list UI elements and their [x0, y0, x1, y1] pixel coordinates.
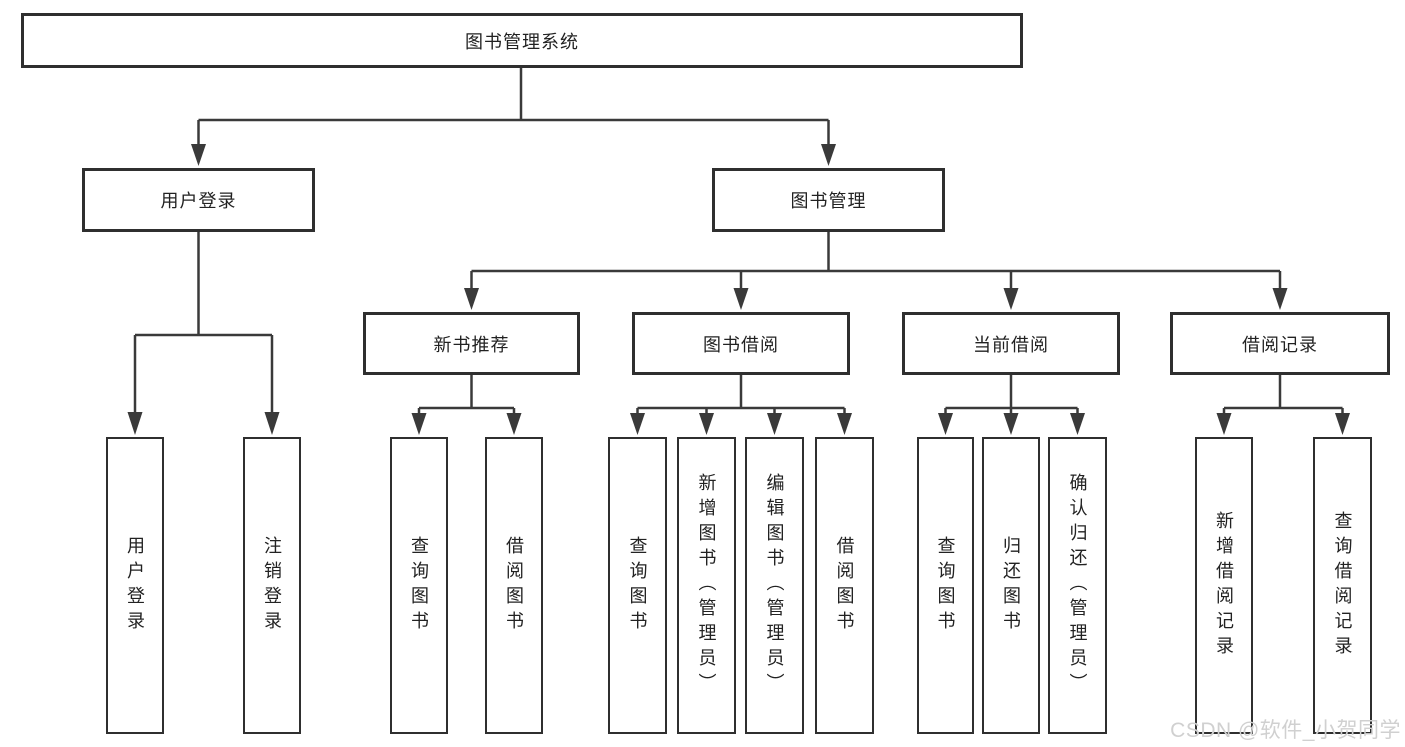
leaf-borrow-books-recommend: 借阅图书 — [485, 437, 543, 734]
leaf-logout: 注销登录 — [243, 437, 301, 734]
leaf-borrow-books-recommend-label: 借阅图书 — [504, 535, 524, 636]
leaf-query-books-recommend: 查询图书 — [390, 437, 448, 734]
node-user-login: 用户登录 — [82, 168, 315, 232]
leaf-edit-book-admin: 编辑图书（管理员） — [745, 437, 804, 734]
node-root: 图书管理系统 — [21, 13, 1023, 68]
node-book-management: 图书管理 — [712, 168, 945, 232]
node-user-login-label: 用户登录 — [160, 191, 237, 211]
node-borrow-records-label: 借阅记录 — [1242, 334, 1318, 355]
node-new-book-recommend-label: 新书推荐 — [433, 334, 510, 355]
node-book-borrow: 图书借阅 — [632, 312, 850, 375]
leaf-add-borrow-record: 新增借阅记录 — [1195, 437, 1253, 734]
leaf-query-books-borrow-label: 查询图书 — [627, 535, 648, 636]
leaf-borrow-books-borrow-label: 借阅图书 — [834, 535, 855, 636]
leaf-query-books-current-label: 查询图书 — [935, 535, 956, 636]
leaf-user-login-label: 用户登录 — [125, 535, 145, 636]
leaf-confirm-return-admin-label: 确认归还（管理员） — [1067, 473, 1088, 698]
node-book-management-label: 图书管理 — [790, 191, 867, 211]
leaf-user-login: 用户登录 — [106, 437, 164, 734]
node-root-label: 图书管理系统 — [465, 31, 579, 52]
leaf-borrow-books-borrow: 借阅图书 — [815, 437, 874, 734]
leaf-add-book-admin: 新增图书（管理员） — [677, 437, 736, 734]
leaf-logout-label: 注销登录 — [262, 535, 282, 636]
leaf-query-books-current: 查询图书 — [917, 437, 974, 734]
leaf-query-books-recommend-label: 查询图书 — [409, 535, 429, 636]
leaf-query-borrow-record: 查询借阅记录 — [1313, 437, 1372, 734]
leaf-edit-book-admin-label: 编辑图书（管理员） — [764, 473, 785, 698]
node-borrow-records: 借阅记录 — [1170, 312, 1390, 375]
node-book-borrow-label: 图书借阅 — [703, 334, 779, 355]
node-new-book-recommend: 新书推荐 — [363, 312, 580, 375]
node-current-borrow-label: 当前借阅 — [973, 334, 1049, 355]
leaf-add-borrow-record-label: 新增借阅记录 — [1214, 510, 1234, 661]
leaf-return-books-label: 归还图书 — [1001, 535, 1021, 636]
leaf-add-book-admin-label: 新增图书（管理员） — [696, 473, 717, 698]
leaf-return-books: 归还图书 — [982, 437, 1040, 734]
leaf-query-borrow-record-label: 查询借阅记录 — [1332, 510, 1353, 661]
node-current-borrow: 当前借阅 — [902, 312, 1120, 375]
csdn-watermark: CSDN @软件_小贺同学 — [1170, 719, 1401, 742]
leaf-query-books-borrow: 查询图书 — [608, 437, 667, 734]
leaf-confirm-return-admin: 确认归还（管理员） — [1048, 437, 1107, 734]
